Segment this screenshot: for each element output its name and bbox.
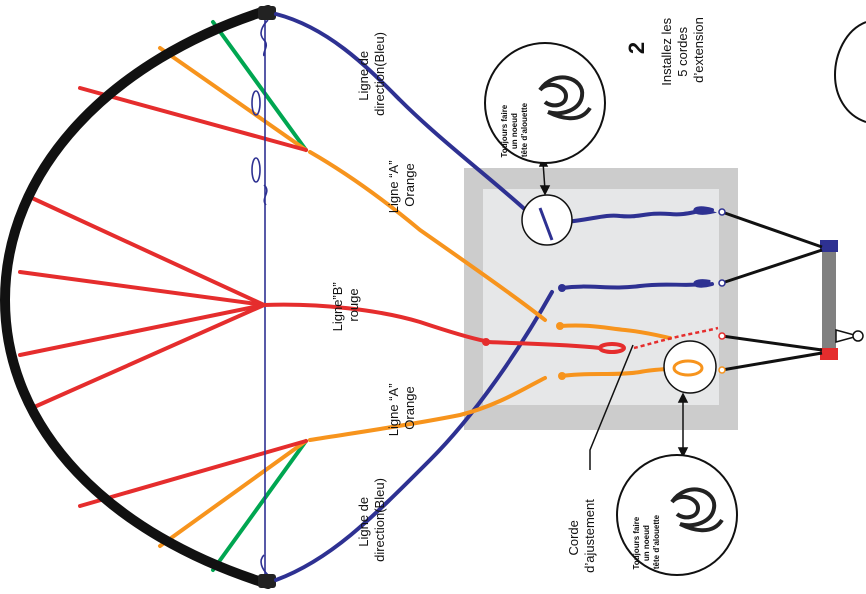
knot-callout-line: Toujours faire <box>632 516 641 569</box>
flying-lines <box>721 210 823 372</box>
arrow-icon <box>677 392 689 458</box>
front-knot <box>556 322 564 330</box>
bar-ring <box>852 330 864 342</box>
bar-body <box>822 245 836 358</box>
label-adjust: Corde d’ajustement <box>566 499 597 573</box>
control-bar <box>820 240 864 360</box>
bridle-red <box>18 303 266 357</box>
label-front-bottom: Ligne “A” Orange <box>386 380 417 436</box>
svg-text:Toujours faire un noeud: Toujours faire un noeud tête d’alouette <box>500 102 529 157</box>
bar-safety-loop <box>835 329 861 343</box>
bar-end-bottom <box>820 348 838 360</box>
bridle-orange-top <box>158 46 308 152</box>
step-number: 2 <box>624 42 649 54</box>
wingtip-connector <box>258 6 276 20</box>
next-step-circle-partial <box>833 21 866 123</box>
bridle-lines <box>18 20 308 572</box>
bridle-green-top <box>211 20 308 152</box>
knot-detail-circle-top <box>521 194 573 246</box>
flying-line-knot <box>718 366 726 374</box>
flying-line-knot <box>718 208 726 216</box>
knot-callout-line: Toujours faire <box>500 104 509 157</box>
label-middle: Ligne”B” rouge <box>330 279 361 332</box>
bridle-red <box>78 439 308 508</box>
bridle-red <box>30 196 266 307</box>
knot-callout-line: un noeud <box>642 525 651 561</box>
knot-callout-line: tête d’alouette <box>652 514 661 569</box>
front-knot <box>558 372 566 380</box>
steering-extension-top <box>563 206 718 224</box>
knot-detail-circle-bottom <box>663 340 717 394</box>
knot-callout-bottom: Toujours faire un noeud tête d’alouette <box>616 454 738 576</box>
bridle-red <box>78 86 308 152</box>
wingtip-connector <box>258 574 276 588</box>
steering-knot <box>558 284 566 292</box>
bridle-red <box>18 270 266 307</box>
bridle-green-bottom <box>211 439 308 572</box>
middle-line-main <box>262 302 487 343</box>
knot-callout-line: un noeud <box>510 113 519 149</box>
lark-head-knot-icon <box>670 487 724 533</box>
adjust-pointer <box>589 344 634 470</box>
lark-head-knot-icon <box>538 75 592 121</box>
kite-spine <box>251 16 269 580</box>
middle-line <box>262 302 626 354</box>
steering-line-top <box>274 12 554 238</box>
front-line-top <box>308 150 547 322</box>
middle-knot <box>482 338 490 346</box>
knot-callout-top: Toujours faire un noeud tête d’alouette <box>484 42 606 164</box>
middle-loop <box>598 342 626 354</box>
kite-leading-edge <box>0 5 273 589</box>
flying-line-knot <box>718 332 726 340</box>
knot-callout-line: tête d’alouette <box>520 102 529 157</box>
bridle-red <box>30 303 266 410</box>
label-steer-top: Ligne de direction(Bleu) <box>356 32 387 116</box>
bridle-orange-bottom <box>158 439 308 548</box>
label-steer-bottom: Ligne de direction(Bleu) <box>356 478 387 562</box>
adjuster-line <box>633 326 719 350</box>
step-instruction: Installez les 5 cordes d’extension <box>659 14 706 86</box>
front-line-bottom <box>308 376 547 442</box>
middle-extension <box>486 340 602 350</box>
label-front-top: Ligne “A” Orange <box>386 157 417 213</box>
steering-extension-bottom <box>560 279 714 290</box>
flying-line-knot <box>718 279 726 287</box>
bar-end-top <box>820 240 838 252</box>
front-extension-top <box>558 323 672 340</box>
svg-text:Toujours faire un noeud: Toujours faire un noeud tête d’alouette <box>632 514 661 569</box>
